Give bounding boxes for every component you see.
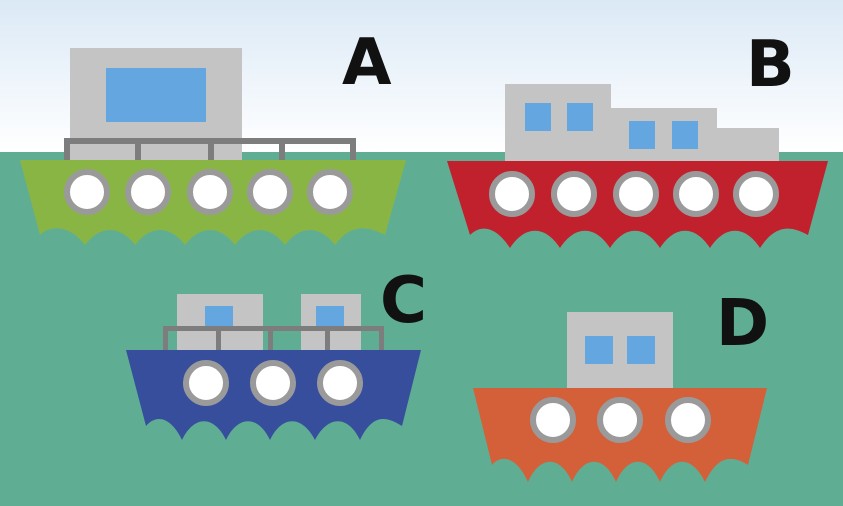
boat-c-porthole	[250, 360, 296, 406]
boat-c-railing	[163, 326, 384, 352]
boat-c-porthole	[183, 360, 229, 406]
boat-b-window	[629, 121, 655, 149]
boat-a-porthole	[307, 169, 353, 215]
boat-b-portholes	[489, 171, 779, 217]
boat-c-porthole	[317, 360, 363, 406]
boat-b-cabin-small	[717, 128, 779, 164]
boat-b-window	[567, 103, 593, 131]
boat-b[interactable]: B	[447, 28, 828, 248]
boat-d-window	[627, 336, 655, 364]
boat-b-window	[672, 121, 698, 149]
boat-a[interactable]: A	[20, 26, 406, 245]
boat-a-portholes	[64, 169, 353, 215]
boat-a-railing	[64, 138, 356, 162]
boat-b-porthole	[673, 171, 719, 217]
boat-c-label: C	[380, 264, 427, 338]
boat-a-porthole	[64, 169, 110, 215]
boat-c-window	[316, 306, 344, 328]
boat-a-porthole	[187, 169, 233, 215]
boat-c-window	[205, 306, 233, 328]
boat-d-window	[585, 336, 613, 364]
boat-b-cabin-medium	[611, 108, 717, 164]
boat-d-cabin	[567, 312, 673, 390]
boat-b-porthole	[489, 171, 535, 217]
boat-d-label: D	[716, 287, 769, 361]
boat-d-porthole	[530, 397, 576, 443]
boat-b-cabin-large	[505, 84, 611, 164]
boat-b-porthole	[613, 171, 659, 217]
boat-a-porthole	[125, 169, 171, 215]
boat-c-portholes	[183, 360, 363, 406]
boat-a-porthole	[247, 169, 293, 215]
boat-b-porthole	[733, 171, 779, 217]
boat-a-window	[106, 68, 206, 122]
boat-d[interactable]: D	[473, 287, 769, 482]
boat-d-porthole	[597, 397, 643, 443]
boat-a-label: A	[342, 26, 392, 100]
boat-d-porthole	[665, 397, 711, 443]
boat-b-window	[525, 103, 551, 131]
boat-d-portholes	[530, 397, 711, 443]
boat-b-porthole	[551, 171, 597, 217]
boat-c[interactable]: C	[126, 264, 427, 440]
boat-b-label: B	[746, 28, 795, 102]
